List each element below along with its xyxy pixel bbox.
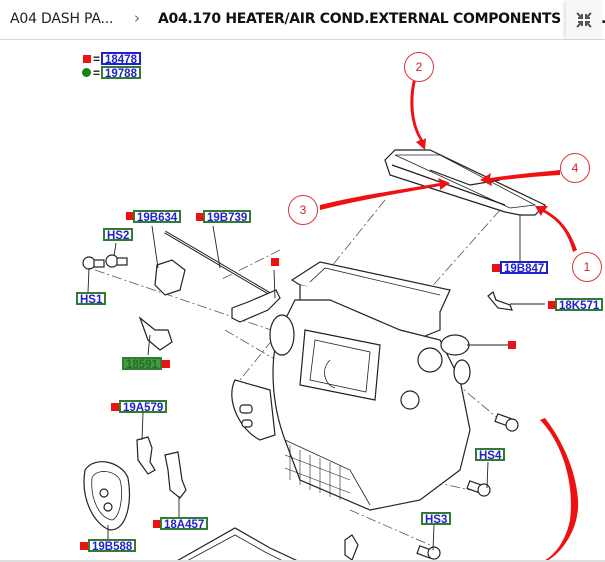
part-label-HS4[interactable]: HS4 [475,448,506,462]
breadcrumb-parent[interactable]: A04 DASH PA... [10,11,114,27]
part-label-19B634[interactable]: 19B634 [133,210,182,224]
bottom-divider [0,560,605,562]
part-label-HS3[interactable]: HS3 [421,512,452,526]
callout-3: 3 [288,195,318,225]
marker-red-icon [492,264,500,272]
part-label-19B847[interactable]: 19B847 [500,261,549,275]
part-label-HS1[interactable]: HS1 [76,292,107,306]
marker-red-icon [548,301,556,309]
part-label-18591[interactable]: 18591 [122,357,162,371]
callout-1: 1 [572,252,602,282]
marker-red-icon [271,258,279,266]
marker-red-icon [196,213,204,221]
blower-cover [231,379,276,441]
breadcrumb-separator-icon: › [134,9,140,27]
legend-code-19788[interactable]: 19788 [101,66,141,80]
collapse-button[interactable] [566,2,602,38]
page-title: A04.170 HEATER/AIR COND.EXTERNAL COMPONE… [158,11,605,27]
legend-code-18478[interactable]: 18478 [101,52,141,66]
part-label-19B739[interactable]: 19B739 [203,210,252,224]
marker-red-icon [162,360,170,368]
legend-red-square-icon [83,55,91,63]
callout-4: 4 [560,153,590,183]
marker-red-icon [126,212,134,220]
marker-red-icon [111,403,119,411]
exploded-view-drawing [82,80,579,562]
part-label-18A457[interactable]: 18A457 [160,517,209,531]
header-bar: A04 DASH PA... › A04.170 HEATER/AIR COND… [0,0,605,40]
legend-equals: = [93,52,101,66]
legend-equals: = [93,66,101,80]
parts-diagram: 2 3 4 1 = 18478 = 19788 19B634 19B739 HS… [0,40,605,562]
collapse-arrows-icon [576,12,592,28]
part-label-19B588[interactable]: 19B588 [88,539,137,553]
marker-red-icon [153,520,161,528]
part-label-19A579[interactable]: 19A579 [119,400,168,414]
part-label-HS2[interactable]: HS2 [103,228,134,242]
marker-red-icon [80,542,88,550]
heater-housing [272,299,471,511]
marker-red-icon [508,341,516,349]
legend-green-circle-icon [82,68,91,77]
part-label-18K571[interactable]: 18K571 [555,298,604,312]
callout-2: 2 [404,52,434,82]
